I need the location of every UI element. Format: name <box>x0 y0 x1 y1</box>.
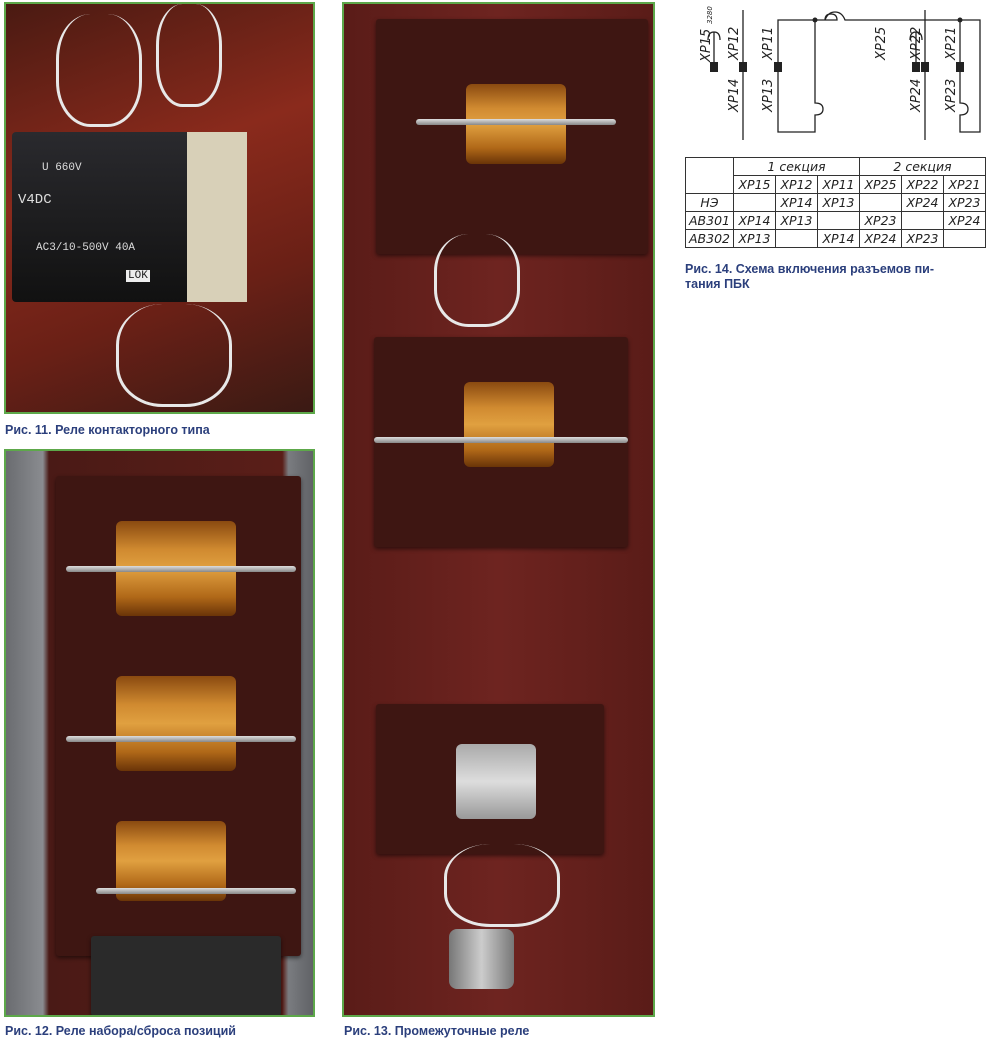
connector-label: 3280 <box>706 6 714 24</box>
table-cell: XP23 <box>901 229 944 248</box>
relay-coil <box>116 676 236 771</box>
wire-bundle <box>434 234 520 327</box>
table-column-header: XP22 <box>901 175 944 194</box>
connector-label: XP12 <box>727 27 742 61</box>
connector-label: XP11 <box>761 27 776 61</box>
wire-bundle <box>156 4 222 107</box>
row-label: АВ302 <box>685 229 734 248</box>
table-cell: XP13 <box>775 211 818 230</box>
table-cell: XP23 <box>859 211 902 230</box>
terminal-block <box>91 936 281 1015</box>
relay-rod <box>374 437 628 443</box>
connector-label: XP24 <box>909 79 924 113</box>
relay-rod <box>96 888 296 894</box>
table-column-header: XP25 <box>859 175 902 194</box>
table-cell <box>943 229 986 248</box>
table-row: АВ302 XP13 XP14 XP24 XP23 <box>685 229 986 248</box>
contactor-body: U 660V V4DC AC3/10-500V 40A LOK <box>12 132 247 302</box>
relay-coil <box>464 382 554 467</box>
table-cell: XP23 <box>943 193 986 212</box>
relay-coil <box>116 821 226 901</box>
table-cell: XP13 <box>733 229 776 248</box>
connector-label: XP21 <box>944 27 959 61</box>
photo-label: U 660V <box>42 162 82 174</box>
table-cell <box>775 229 818 248</box>
relay-panel <box>56 476 301 956</box>
row-label: НЭ <box>685 193 734 212</box>
connector-wiring-diagram: XP15 3280 XP12 XP11 XP14 XP13 XP25 XP22 … <box>699 6 981 140</box>
connector-table: 1 секция 2 секция XP15 XP12 XP11 XP25 XP… <box>685 157 986 248</box>
figure-12-caption: Рис. 12. Реле набора/сброса позиций <box>5 1024 236 1038</box>
contact-block <box>187 132 247 302</box>
connector-label: XP22 <box>909 27 924 61</box>
connector-label: XP23 <box>944 79 959 113</box>
photo-label: V4DC <box>18 192 52 208</box>
table-cell: XP24 <box>859 229 902 248</box>
table-cell <box>733 193 776 212</box>
table-cell: XP14 <box>775 193 818 212</box>
table-cell: XP14 <box>817 229 860 248</box>
relay-rod <box>416 119 616 125</box>
connector-label: XP14 <box>727 79 742 113</box>
capacitor <box>449 929 514 989</box>
figure-14-caption: Рис. 14. Схема включения разъемов пи- та… <box>685 262 934 291</box>
photo-intermediate-relays <box>342 2 655 1017</box>
photo-label: AC3/10-500V 40A <box>36 242 136 254</box>
photo-contactor-relay: U 660V V4DC AC3/10-500V 40A LOK <box>4 2 315 414</box>
photo-position-relays <box>4 449 315 1017</box>
table-group-header: 2 секция <box>859 157 986 176</box>
connector-label: XP25 <box>874 27 889 61</box>
relay-coil <box>456 744 536 819</box>
table-row: АВ301 XP14 XP13 XP23 XP24 <box>685 211 986 230</box>
table-row: НЭ XP14 XP13 XP24 XP23 <box>685 193 986 212</box>
table-cell: XP13 <box>817 193 860 212</box>
table-cell: XP14 <box>733 211 776 230</box>
photo-label: LOK <box>126 270 150 282</box>
table-column-header: XP15 <box>733 175 776 194</box>
table-cell <box>859 193 902 212</box>
table-group-header: 1 секция <box>733 157 860 176</box>
row-label: АВ301 <box>685 211 734 230</box>
table-cell <box>901 211 944 230</box>
wire-bundle <box>116 304 232 407</box>
table-corner <box>685 157 734 194</box>
relay-panel <box>376 704 604 854</box>
connector-label: XP13 <box>761 79 776 113</box>
relay-panel <box>374 337 628 547</box>
relay-panel <box>376 19 648 254</box>
table-cell <box>817 211 860 230</box>
table-cell: XP24 <box>943 211 986 230</box>
figure-13-caption: Рис. 13. Промежуточные реле <box>344 1024 530 1038</box>
table-cell: XP24 <box>901 193 944 212</box>
connector-label: XP15 <box>699 29 714 63</box>
relay-rod <box>66 566 296 572</box>
relay-rod <box>66 736 296 742</box>
table-column-header: XP12 <box>775 175 818 194</box>
wire-bundle <box>56 14 142 127</box>
wire-bundle <box>444 844 560 927</box>
figure-11-caption: Рис. 11. Реле контакторного типа <box>5 423 210 437</box>
table-column-header: XP11 <box>817 175 860 194</box>
table-column-header: XP21 <box>943 175 986 194</box>
